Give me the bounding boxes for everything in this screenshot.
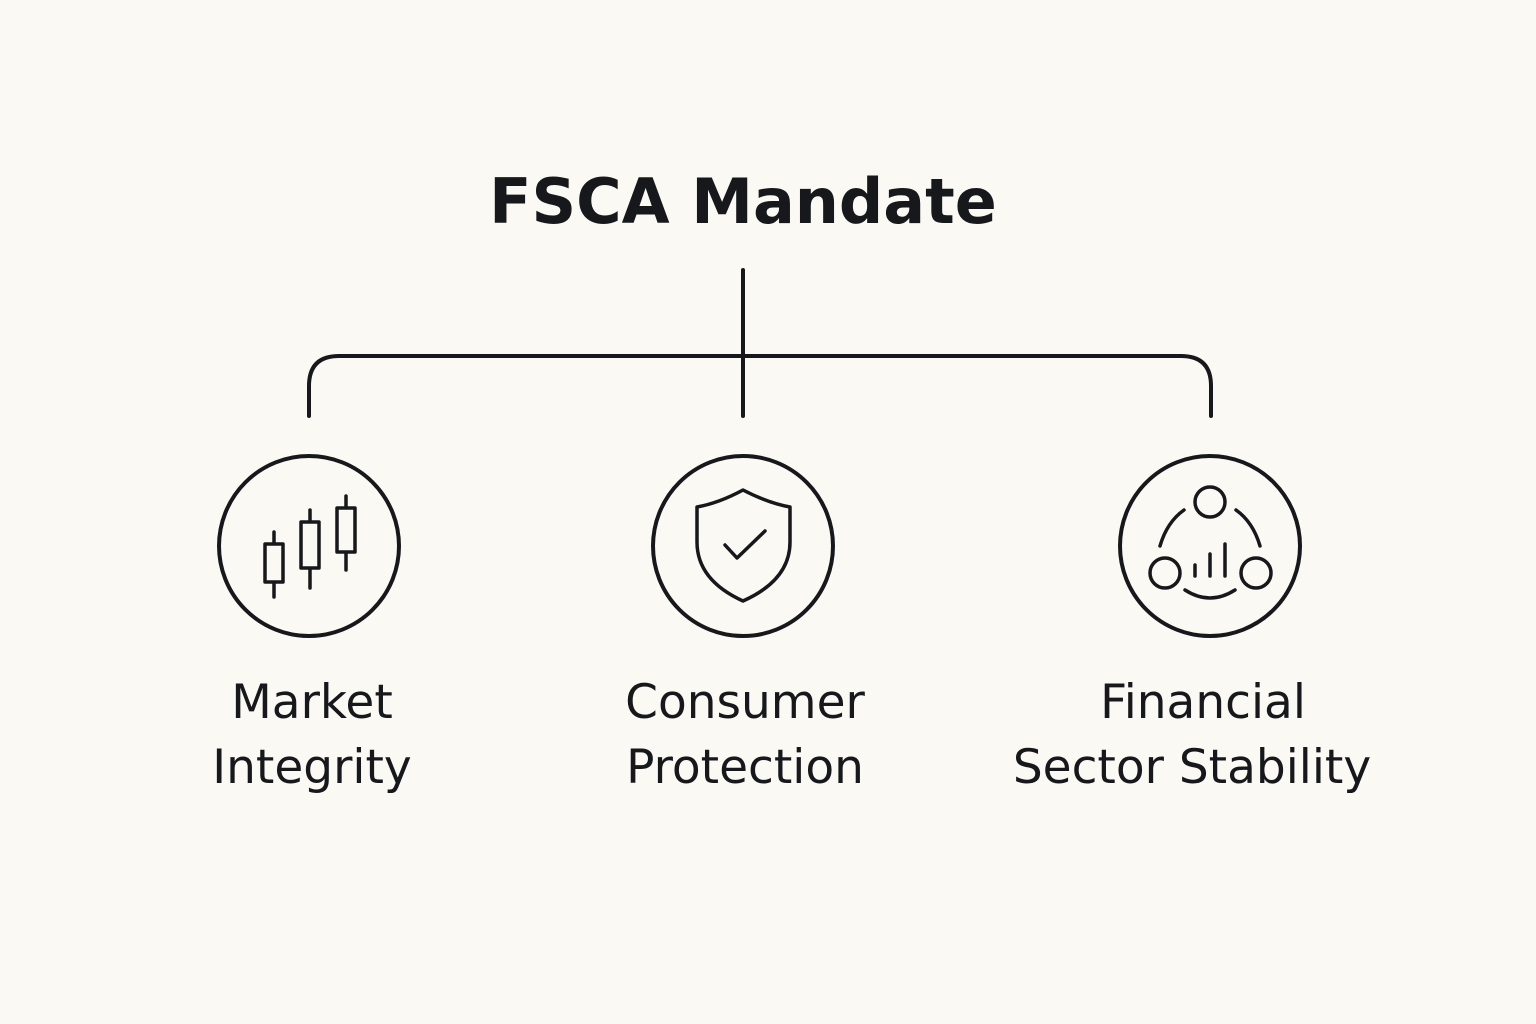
pillar-label-line2: Protection bbox=[626, 740, 864, 795]
diagram-title: FSCA Mandate bbox=[489, 165, 997, 238]
pillar-label-line1: Financial bbox=[1100, 675, 1306, 730]
shield-check-icon bbox=[695, 488, 792, 603]
pillar-financial-sector-stability: Financial Sector Stability bbox=[1013, 454, 1371, 795]
pillar-label-line1: Consumer bbox=[625, 675, 865, 730]
icon-circle bbox=[651, 454, 835, 638]
pillar-label-line1: Market bbox=[231, 675, 393, 730]
pillar-consumer-protection: Consumer Protection bbox=[625, 454, 865, 795]
connector-lines bbox=[307, 268, 1213, 418]
pillar-label-line2: Integrity bbox=[212, 740, 411, 795]
pillar-label-line2: Sector Stability bbox=[1013, 740, 1371, 795]
icon-circle bbox=[217, 454, 401, 638]
connector-bracket bbox=[307, 354, 1213, 418]
icon-circle bbox=[1118, 454, 1302, 638]
network-chart-icon bbox=[1148, 485, 1273, 600]
pillar-market-integrity: Market Integrity bbox=[212, 454, 412, 795]
candlestick-chart-icon bbox=[263, 494, 357, 599]
